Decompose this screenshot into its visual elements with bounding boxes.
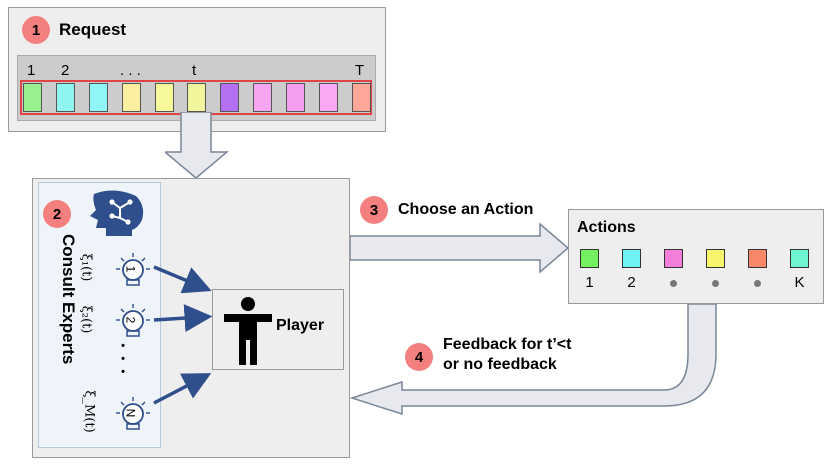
feedback-badge: 4 [405, 343, 433, 371]
action-square-5 [748, 249, 767, 268]
request-cell-11 [352, 83, 371, 112]
expert-bulb-label-N: N [123, 408, 138, 418]
request-cell-8 [253, 83, 272, 112]
expert-label-2: ξ₂(t) [78, 305, 94, 334]
feedback-line-2: or no feedback [443, 356, 557, 373]
expert-arrows [153, 265, 213, 405]
feedback-arrow [350, 304, 717, 416]
request-title: Request [59, 20, 127, 39]
action-label-6: K [794, 274, 805, 291]
action-square-1 [580, 249, 599, 268]
tick-label-2: 2 [61, 62, 70, 79]
action-dot-3 [670, 280, 677, 287]
expert-label-M: ξ_M(t) [81, 390, 97, 433]
action-square-3 [664, 249, 683, 268]
actions-title: Actions [577, 219, 636, 236]
player-label: Player [276, 317, 325, 334]
experts-title: Consult Experts [59, 234, 78, 365]
choose-badge: 3 [360, 196, 388, 224]
request-cell-1 [23, 83, 42, 112]
choose-action-arrow [350, 222, 570, 274]
request-cell-7 [220, 83, 239, 112]
brain-head-icon [90, 190, 144, 236]
action-label-1: 1 [585, 274, 594, 291]
expert-bulb-icon-1 [116, 253, 150, 286]
action-dot-5 [754, 280, 761, 287]
choose-label: Choose an Action [398, 201, 534, 218]
action-square-6 [790, 249, 809, 268]
expert-bulb-icon-N [116, 397, 150, 430]
tick-label-t: t [192, 62, 197, 79]
down-arrow [165, 112, 229, 179]
request-cell-4 [122, 83, 141, 112]
experts-badge: 2 [43, 200, 71, 228]
tick-label-ellipsis: . . . [120, 62, 141, 79]
expert-label-1: ξ₁(t) [78, 253, 94, 282]
experts-ellipsis: • • • [121, 340, 125, 378]
person-icon [224, 297, 272, 365]
tick-label-T: T [355, 62, 365, 79]
action-dot-4 [712, 280, 719, 287]
feedback-line-1: Feedback for t’<t [443, 336, 572, 353]
request-cell-6 [187, 83, 206, 112]
request-cell-10 [319, 83, 338, 112]
action-square-2 [622, 249, 641, 268]
tick-label-1: 1 [27, 62, 36, 79]
expert-bulb-label-1: 1 [123, 265, 138, 273]
expert-bulb-label-2: 2 [123, 316, 138, 324]
request-cell-2 [56, 83, 75, 112]
action-square-4 [706, 249, 725, 268]
actions-box [568, 209, 824, 304]
request-cell-3 [89, 83, 108, 112]
action-label-2: 2 [627, 274, 636, 291]
request-cell-5 [155, 83, 174, 112]
request-badge: 1 [22, 16, 50, 44]
expert-bulb-icon-2 [116, 304, 150, 337]
request-cell-9 [286, 83, 305, 112]
player-box [212, 289, 344, 370]
